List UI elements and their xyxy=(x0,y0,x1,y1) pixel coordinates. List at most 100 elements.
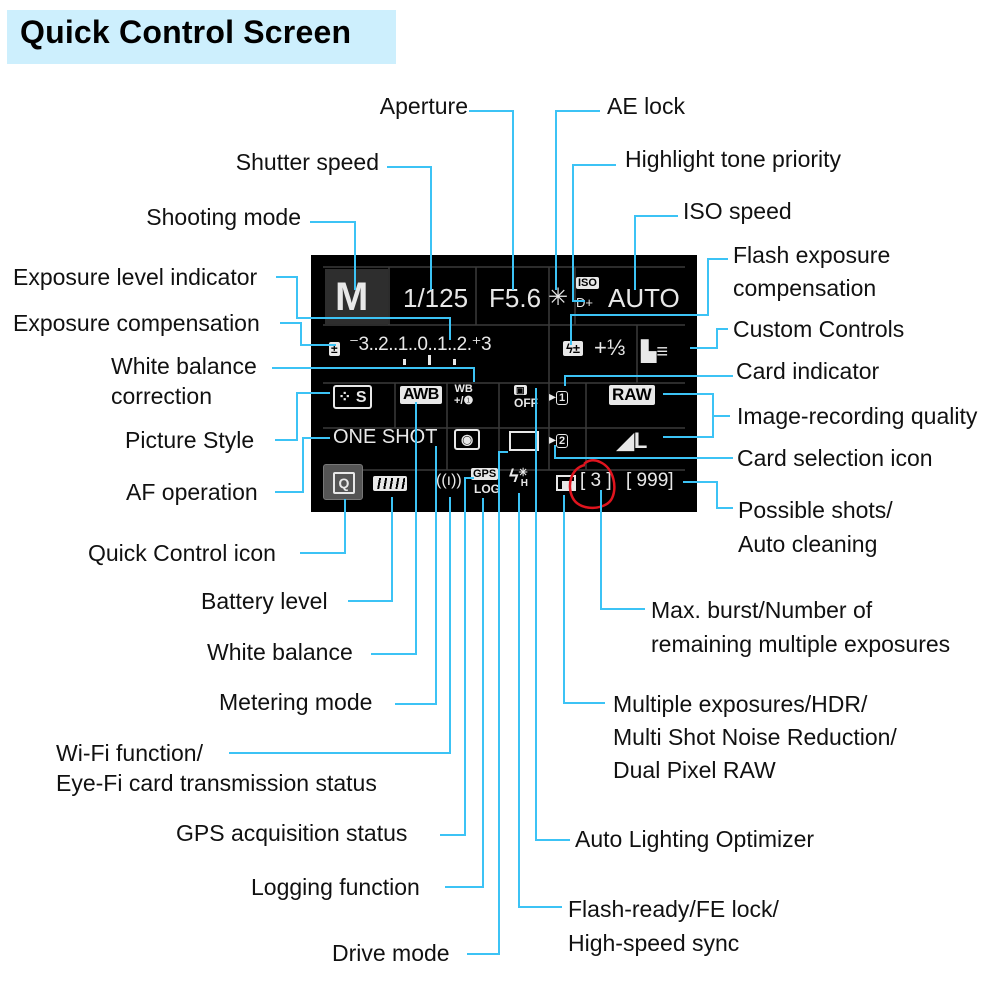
screen-grid xyxy=(323,266,685,471)
line-wb-correction xyxy=(272,367,475,382)
line-metering xyxy=(395,446,437,705)
label-possible-shots-line1: Possible shots/ xyxy=(738,497,893,523)
label-wb-correction: White balance correction xyxy=(111,351,257,411)
iso-badge-icon: ISO xyxy=(576,277,599,289)
line-exposure-comp xyxy=(280,322,336,346)
line-card-indicator xyxy=(564,375,733,386)
label-flash-comp-line1: Flash exposure xyxy=(733,242,891,268)
label-wifi-line2: Eye-Fi card transmission status xyxy=(56,770,377,796)
label-iso-speed: ISO speed xyxy=(683,198,792,224)
label-flash-comp-line2: compensation xyxy=(733,275,877,301)
label-max-burst-line1: Max. burst/Number of xyxy=(651,597,873,623)
af-operation-value[interactable]: ONE SHOT xyxy=(333,426,438,448)
highlight-tone-priority-value[interactable]: D+ xyxy=(576,295,593,310)
possible-shots-value: [ 999] xyxy=(626,470,674,491)
alo-portrait-icon: ▣ xyxy=(514,385,527,395)
iso-value[interactable]: AUTO xyxy=(608,283,680,313)
exposure-level-scale[interactable]: ⁻3..2..1..0..1..2.⁺3 xyxy=(349,334,492,355)
wifi-icon[interactable]: ((ı)) xyxy=(436,472,462,489)
line-battery xyxy=(348,497,393,602)
label-picture-style: Picture Style xyxy=(125,427,255,453)
label-multi-exp-line2: Multi Shot Noise Reduction/ xyxy=(613,724,897,750)
quick-control-button[interactable]: Q xyxy=(323,464,363,500)
line-af-operation xyxy=(275,437,330,493)
image-quality-jpeg-value[interactable]: ◢L xyxy=(617,428,648,453)
label-gps: GPS acquisition status xyxy=(176,820,408,846)
picture-style-icon[interactable]: ⁘ S xyxy=(333,385,372,409)
label-flash-ready-line2: High-speed sync xyxy=(568,930,740,956)
label-image-quality: Image-recording quality xyxy=(737,403,978,429)
white-balance-value[interactable]: AWB xyxy=(400,386,442,404)
exposure-compensation-icon[interactable]: ± xyxy=(329,342,340,356)
card1-indicator[interactable]: ▸1 xyxy=(549,388,569,405)
flash-ready-icon: ϟ✳H xyxy=(509,466,528,489)
custom-controls-icon[interactable]: ▙≡ xyxy=(641,341,669,363)
camera-lcd-screen: M 1/125 F5.6 ✳ ISO D+ AUTO ± ⁻3..2..1..0… xyxy=(311,255,697,512)
flash-hss-value: H xyxy=(520,478,528,489)
card2-number: 2 xyxy=(556,434,569,448)
label-ae-lock: AE lock xyxy=(607,93,685,119)
label-multi-exp-line1: Multiple exposures/HDR/ xyxy=(613,691,868,717)
line-gps xyxy=(440,477,474,836)
label-flash-ready-line1: Flash-ready/FE lock/ xyxy=(568,896,779,922)
card1-number: 1 xyxy=(556,391,569,405)
line-exposure-level xyxy=(276,276,451,340)
shooting-mode-value[interactable]: M xyxy=(335,275,369,319)
line-iso-speed xyxy=(634,215,678,290)
label-logging: Logging function xyxy=(251,874,420,900)
label-exposure-level-indicator: Exposure level indicator xyxy=(13,264,258,290)
battery-level-icon xyxy=(373,476,407,491)
image-quality-raw-value[interactable]: RAW xyxy=(609,385,655,405)
line-white-balance xyxy=(371,402,417,655)
line-highlight-tone xyxy=(572,164,616,302)
label-multi-exp-line3: Dual Pixel RAW xyxy=(613,757,776,783)
line-possible-shots xyxy=(683,481,733,509)
jpeg-size: L xyxy=(633,428,648,453)
logging-icon: LOG xyxy=(474,482,500,496)
line-quick-control xyxy=(300,499,346,554)
label-custom-controls: Custom Controls xyxy=(733,316,905,342)
quick-control-icon: Q xyxy=(333,472,355,494)
line-max-burst xyxy=(600,490,645,610)
line-ae-lock xyxy=(555,110,600,290)
gps-status-icon: GPS xyxy=(471,468,499,480)
ae-lock-icon: ✳ xyxy=(548,284,569,311)
label-exposure-compensation: Exposure compensation xyxy=(13,310,260,336)
label-alo: Auto Lighting Optimizer xyxy=(575,826,815,852)
line-wifi xyxy=(229,497,451,754)
metering-mode-icon[interactable]: ◉ xyxy=(454,429,481,450)
page-title: Quick Control Screen xyxy=(20,14,352,50)
label-wifi: Wi-Fi function/Eye-Fi card transmission … xyxy=(56,738,377,798)
line-shooting-mode xyxy=(310,221,356,290)
label-af-operation: AF operation xyxy=(126,479,258,505)
alo-icon[interactable]: ▣OFF xyxy=(514,383,538,410)
line-aperture xyxy=(469,110,514,290)
line-card-selection xyxy=(554,445,733,459)
flash-exposure-comp-icon[interactable]: ϟ± xyxy=(563,341,584,356)
wb-correction-bottom: +/❶ xyxy=(454,395,474,407)
wb-correction-icon[interactable]: WB+/❶ xyxy=(454,383,473,407)
drive-mode-icon[interactable] xyxy=(509,431,539,451)
label-metering-mode: Metering mode xyxy=(219,689,373,715)
label-flash-comp: Flash exposure compensation xyxy=(733,239,890,305)
aperture-value[interactable]: F5.6 xyxy=(489,283,542,313)
card2-selection-icon[interactable]: ▸2 xyxy=(549,431,569,448)
shutter-speed-value[interactable]: 1/125 xyxy=(403,283,469,313)
flash-exposure-comp-value[interactable]: +⅓ xyxy=(594,335,626,360)
label-shutter-speed: Shutter speed xyxy=(235,149,379,175)
line-flash-ready xyxy=(518,493,562,908)
alo-value: OFF xyxy=(514,396,538,410)
label-multiple-exposures: Multiple exposures/HDR/Multi Shot Noise … xyxy=(613,688,897,787)
label-possible-shots: Possible shots/Auto cleaning xyxy=(738,493,893,561)
label-quick-control-icon: Quick Control icon xyxy=(88,540,276,566)
label-card-indicator: Card indicator xyxy=(736,358,880,384)
label-aperture: Aperture xyxy=(379,93,468,119)
line-logging xyxy=(445,498,484,888)
wb-correction-top: WB xyxy=(454,383,473,395)
label-white-balance: White balance xyxy=(207,639,353,665)
exposure-level-marks xyxy=(403,355,456,365)
label-shooting-mode: Shooting mode xyxy=(146,204,301,230)
label-wb-correction-line2: correction xyxy=(111,383,212,409)
label-card-selection: Card selection icon xyxy=(737,445,933,471)
label-wb-correction-line1: White balance xyxy=(111,353,257,379)
